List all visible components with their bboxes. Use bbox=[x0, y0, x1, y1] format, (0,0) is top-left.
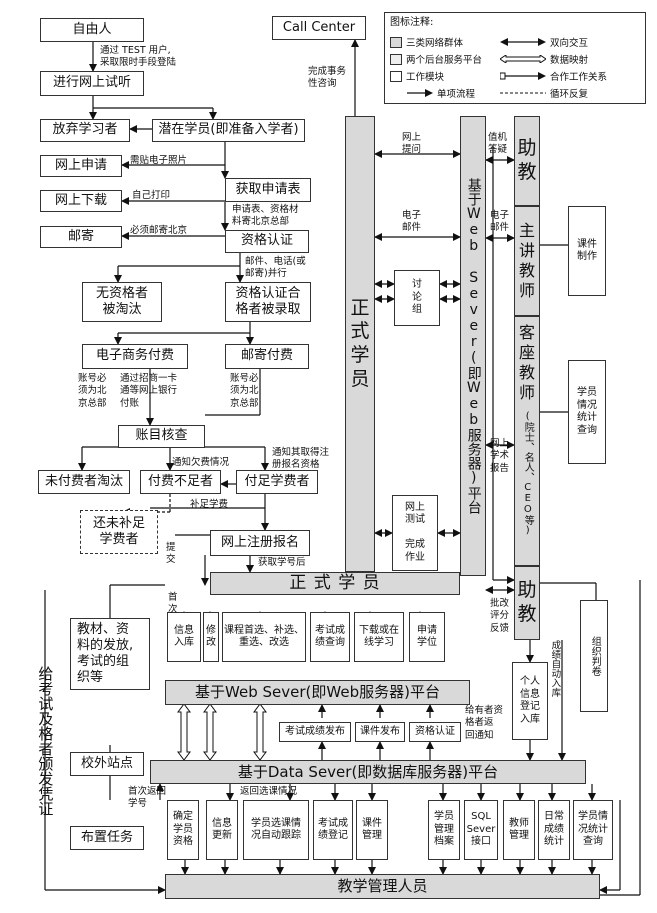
label-first-time: 首 次 bbox=[168, 592, 178, 616]
label-duty-answer: 值机 答疑 bbox=[488, 132, 508, 156]
legend: 图标注释: 三类网络群体 两个后台服务平台 工作模块 单项流程 双向交互 数据映… bbox=[384, 12, 646, 104]
module-daily-score: 日常 成绩 统计 bbox=[538, 800, 570, 860]
legend-item-groups: 三类网络群体 bbox=[390, 35, 463, 49]
label-mail-phone: 邮件、电话(或 邮寄)并行 bbox=[245, 256, 306, 280]
label-online-question: 网上 提问 bbox=[402, 132, 422, 156]
node-qualified: 资格认证合 格者被录取 bbox=[225, 282, 311, 322]
node-pay-full: 付足学费者 bbox=[236, 470, 318, 494]
label-form-material: 申请表、资格材 料寄北京总部 bbox=[232, 204, 299, 228]
group-formal-student-column: 正 式 学 员 bbox=[345, 116, 375, 572]
group-assistant-bottom: 助 教 bbox=[514, 566, 540, 640]
node-unpaid-short: 还未补足 学费者 bbox=[80, 510, 158, 554]
platform-web-server-column: 基于Web Sever(即Web服务器)平台 bbox=[460, 116, 486, 576]
node-pay-short: 付费不足者 bbox=[140, 470, 221, 494]
module-personal-info: 个人 信息 登记 入库 bbox=[512, 662, 548, 740]
legend-item-flow: 单项流程 bbox=[407, 86, 475, 100]
node-ecommerce-pay: 电子商务付费 bbox=[82, 344, 188, 369]
module-course-select: 课程首选、补选、 重选、改选 bbox=[222, 612, 306, 662]
node-courseware-make: 课件 制作 bbox=[568, 206, 606, 296]
guest-teacher-label: 客座 教师 bbox=[518, 323, 535, 402]
node-potential-student: 潜在学员(即准备入学者) bbox=[152, 119, 305, 142]
guest-teacher-note: (院士、名人、CEO等) bbox=[522, 411, 534, 536]
label-notify-id: 通知其取得注 册报名资格 bbox=[272, 447, 330, 471]
module-courseware-publish: 课件发布 bbox=[355, 722, 405, 742]
legend-item-mapping: 数据映射 bbox=[500, 52, 588, 66]
label-mail-beijing: 必须邮寄北京 bbox=[130, 225, 188, 236]
label-supplement: 补足学费 bbox=[190, 499, 229, 510]
note-pay-mid: 通过招商一卡 通等网上银行 付账 bbox=[120, 373, 178, 409]
module-teacher-mgmt: 教师 管理 bbox=[503, 800, 535, 860]
label-grade-feedback: 批改 评分 反馈 bbox=[490, 598, 510, 634]
label-complete-consult: 完成事务 性咨询 bbox=[308, 66, 347, 90]
node-free-person: 自由人 bbox=[40, 18, 144, 42]
legend-item-cooperation: 合作工作关系 bbox=[500, 69, 607, 83]
module-sql-interface: SQL Sever 接口 bbox=[464, 800, 498, 860]
platform-web-server-bar: 基于Web Sever(即Web服务器)平台 bbox=[165, 680, 470, 705]
module-info-entry: 信息 入库 bbox=[167, 612, 201, 662]
group-lecturer: 主讲 教师 bbox=[514, 206, 540, 316]
label-test-user: 通过 TEST 用户, 采取限时手段登陆 bbox=[100, 45, 177, 69]
label-return-notice: 给有者资 格者返 回通知 bbox=[465, 705, 504, 741]
label-submit: 提 交 bbox=[166, 542, 176, 566]
node-unqualified: 无资格者 被淘汰 bbox=[82, 282, 162, 322]
label-need-photo: 需贴电子照片 bbox=[130, 155, 188, 166]
node-org-exam: 组织判卷 bbox=[580, 600, 608, 712]
platform-data-server-bar: 基于Data Sever(即数据库服务器)平台 bbox=[150, 760, 586, 784]
node-online-trial: 进行网上试听 bbox=[40, 71, 144, 96]
legend-item-loop: 循环反复 bbox=[500, 89, 589, 100]
node-materials: 教材、资 料的发放, 考试的组 织等 bbox=[70, 618, 150, 690]
label-email-1: 电子 邮件 bbox=[402, 210, 422, 234]
node-account-check: 账目核查 bbox=[118, 425, 205, 448]
label-score-auto: 成绩自动入库 bbox=[549, 640, 561, 697]
label-notify-short: 通知欠费情况 bbox=[172, 457, 230, 468]
label-print-self: 自己打印 bbox=[132, 190, 171, 201]
module-score-publish: 考试成绩发布 bbox=[279, 722, 351, 742]
label-get-id: 获取学号后 bbox=[258, 557, 306, 568]
module-info-update: 信息 更新 bbox=[206, 800, 238, 860]
label-certificate: 给考试及格者颁发凭证 bbox=[36, 666, 55, 816]
node-apply-online: 网上申请 bbox=[40, 155, 122, 177]
legend-item-modules: 工作模块 bbox=[390, 69, 444, 83]
module-student-archive: 学员 管理 档案 bbox=[428, 800, 460, 860]
module-score-query: 考试成 绩查询 bbox=[310, 612, 350, 662]
node-offsite: 校外站点 bbox=[70, 752, 144, 776]
module-apply-degree: 申请 学位 bbox=[409, 612, 445, 662]
group-assistant-top: 助 教 bbox=[514, 116, 540, 206]
node-student-stats-right: 学员 情况 统计 查询 bbox=[568, 360, 606, 464]
module-score-register: 考试成 绩登记 bbox=[313, 800, 353, 860]
module-qual-auth: 资格认证 bbox=[409, 722, 461, 742]
node-get-form: 获取申请表 bbox=[225, 178, 311, 202]
node-give-up: 放弃学习者 bbox=[40, 119, 130, 142]
node-discussion-group: 讨 论 组 bbox=[394, 270, 440, 326]
label-online-report: 网上 学术 报告 bbox=[490, 438, 510, 474]
module-courseware-mgmt: 课件 管理 bbox=[356, 800, 388, 860]
node-download-online: 网上下载 bbox=[40, 190, 122, 212]
legend-item-bidirectional: 双向交互 bbox=[500, 35, 588, 49]
module-student-query: 学员情 况统计 查询 bbox=[573, 800, 613, 860]
module-modify: 修 改 bbox=[203, 612, 219, 662]
group-guest-teacher: 客座 教师 (院士、名人、CEO等) bbox=[514, 316, 540, 566]
node-qualification: 资格认证 bbox=[225, 230, 309, 253]
label-email-2: 电子 邮件 bbox=[490, 210, 510, 234]
node-online-test: 网上 测试 完成 作业 bbox=[392, 495, 438, 571]
node-unpaid-out: 未付费者淘汰 bbox=[38, 470, 130, 494]
node-mail: 邮寄 bbox=[40, 226, 122, 248]
module-download-study: 下载或在 线学习 bbox=[354, 612, 404, 662]
module-confirm-qual: 确定 学员 资格 bbox=[167, 800, 199, 860]
note-pay-right: 账号必 须为北 京总部 bbox=[230, 373, 259, 409]
label-first-return-id: 首次返回 学号 bbox=[128, 786, 167, 810]
node-online-register: 网上注册报名 bbox=[210, 530, 310, 556]
group-formal-student-bar: 正 式 学 员 bbox=[210, 572, 460, 595]
node-call-center: Call Center bbox=[272, 16, 366, 40]
legend-item-platforms: 两个后台服务平台 bbox=[390, 52, 482, 66]
module-course-track: 学员选课情 况自动跟踪 bbox=[243, 800, 309, 860]
legend-title: 图标注释: bbox=[390, 17, 434, 28]
group-admin-staff: 教学管理人员 bbox=[165, 874, 600, 899]
note-pay-left: 账号必 须为北 京总部 bbox=[78, 373, 107, 409]
node-mail-pay: 邮寄付费 bbox=[225, 344, 309, 369]
label-return-course: 返回选课情况 bbox=[240, 786, 298, 797]
node-assign-task: 布置任务 bbox=[70, 826, 144, 850]
